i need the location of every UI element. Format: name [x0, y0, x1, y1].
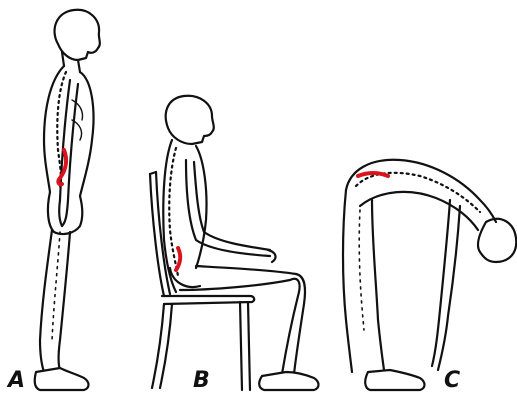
- figure-sitting: [150, 96, 319, 390]
- chair: [150, 172, 254, 390]
- sitting-head: [166, 96, 214, 144]
- sitting-foot: [259, 372, 318, 390]
- sitting-lumbar-highlight: [176, 248, 180, 270]
- bending-foot: [365, 370, 424, 390]
- label-sitting: B: [193, 370, 210, 392]
- bending-head: [478, 219, 516, 262]
- label-bending: C: [444, 370, 460, 392]
- standing-foot: [35, 368, 89, 390]
- label-standing: A: [8, 370, 25, 392]
- figure-standing: [35, 10, 100, 390]
- figure-bending: [343, 160, 516, 390]
